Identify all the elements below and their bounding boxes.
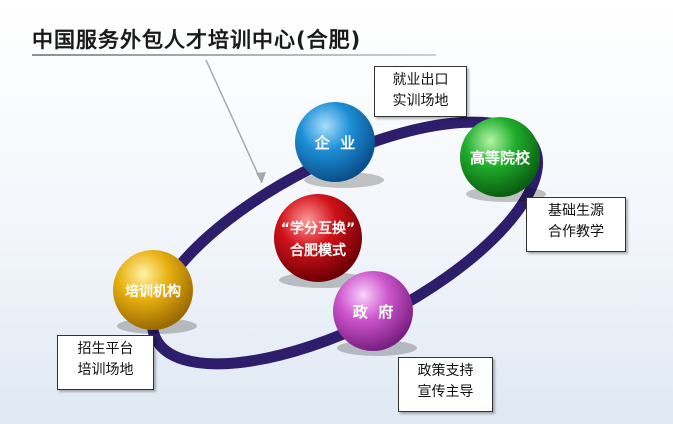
note-enterprise-line2: 实训场地 — [392, 93, 449, 109]
enterprise-label: 企 业 — [314, 134, 355, 152]
page-title: 中国服务外包人才培训中心(合肥) — [32, 28, 362, 52]
center-label-line2: 合肥模式 — [290, 242, 346, 259]
note-government-line2: 宣传主导 — [417, 384, 474, 400]
note-enterprise: 就业出口 实训场地 — [374, 66, 467, 117]
note-enterprise-line1: 就业出口 — [392, 72, 449, 88]
pointer-arrowhead — [256, 172, 266, 183]
training-label: 培训机构 — [125, 283, 181, 300]
title-underline — [32, 54, 436, 56]
note-university-line1: 基础生源 — [548, 203, 604, 219]
note-training-line1: 招生平台 — [77, 341, 134, 357]
government-sphere — [333, 271, 413, 351]
note-university: 基础生源 合作教学 — [526, 197, 626, 252]
note-training: 招生平台 培训场地 — [57, 335, 154, 390]
training-sphere — [113, 250, 193, 330]
university-label: 高等院校 — [470, 149, 531, 167]
center-sphere — [274, 194, 362, 282]
pointer-line — [205, 59, 263, 184]
university-sphere — [460, 117, 540, 197]
note-training-line2: 培训场地 — [77, 362, 134, 378]
note-government: 政策支持 宣传主导 — [398, 357, 493, 412]
note-university-line2: 合作教学 — [548, 224, 604, 240]
enterprise-sphere — [295, 102, 375, 182]
government-label: 政 府 — [353, 303, 393, 321]
center-label-line1: “学分互换” — [281, 220, 355, 237]
note-government-line1: 政策支持 — [417, 363, 474, 379]
